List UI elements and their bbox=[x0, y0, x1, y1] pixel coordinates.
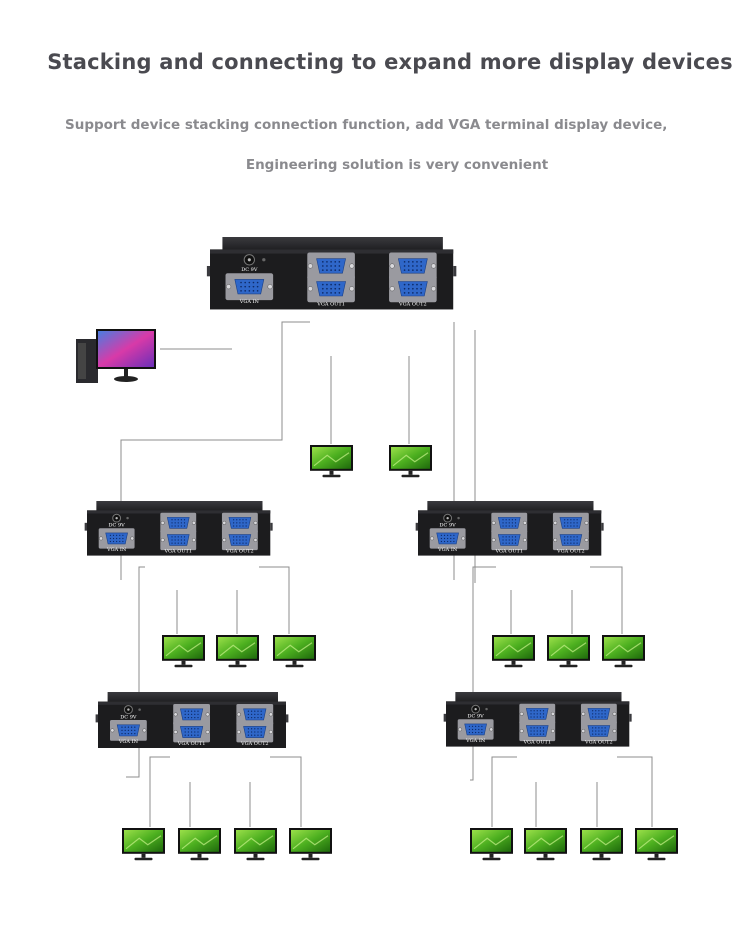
splitter-mid-left-vga-in-label: VGA IN bbox=[106, 547, 127, 553]
monitor-botleft-2 bbox=[178, 828, 221, 861]
splitter-bottom-left-vga-in-label: VGA IN bbox=[118, 739, 139, 745]
monitor-botright-3 bbox=[580, 828, 623, 861]
splitter-top-vga-in-label: VGA IN bbox=[239, 299, 260, 305]
splitter-bottom-left-vga-out1-label: VGA OUT1 bbox=[177, 741, 206, 747]
monitor-midright-3 bbox=[602, 635, 645, 668]
splitter-top-dc-label: DC 9V bbox=[241, 267, 258, 273]
splitter-mid-right-vga-in-label: VGA IN bbox=[437, 547, 458, 553]
cable-midright-out4-monitor bbox=[590, 566, 623, 634]
cable-midright-out3-to-bottomright bbox=[470, 566, 496, 781]
splitter-mid-left-vga-out1-label: VGA OUT1 bbox=[163, 548, 192, 554]
monitor-botright-1 bbox=[470, 828, 513, 861]
splitter-bottom-left-dc-label: DC 9V bbox=[120, 714, 137, 720]
monitor-midright-2 bbox=[547, 635, 590, 668]
pc-monitor-screen bbox=[98, 331, 154, 367]
page-title: Stacking and connecting to expand more d… bbox=[47, 50, 733, 74]
splitter-bottom-right-vga-in-label: VGA IN bbox=[465, 738, 486, 744]
monitor-botleft-3 bbox=[234, 828, 277, 861]
monitor-botright-2 bbox=[524, 828, 567, 861]
monitor-midleft-3 bbox=[273, 635, 316, 668]
monitor-botright-4 bbox=[635, 828, 678, 861]
monitor-botleft-1 bbox=[122, 828, 165, 861]
cable-botleft-out4-monitor bbox=[270, 756, 302, 827]
cable-midleft-out3-to-bottomleft bbox=[126, 566, 145, 778]
splitter-mid-left-vga-out2-label: VGA OUT2 bbox=[225, 548, 254, 554]
splitter-mid-right-vga-out1-label: VGA OUT1 bbox=[494, 548, 523, 554]
monitor-midleft-2 bbox=[216, 635, 259, 668]
cable-botleft-out3-monitor bbox=[149, 756, 170, 827]
source-pc bbox=[76, 329, 156, 383]
splitter-mid-left-dc-label: DC 9V bbox=[109, 523, 126, 529]
splitter-bottom-right-dc-label: DC 9V bbox=[468, 714, 485, 720]
splitter-bottom-right-vga-out2-label: VGA OUT2 bbox=[584, 739, 613, 745]
subtitle-line-2: Engineering solution is very convenient bbox=[245, 157, 549, 173]
splitter-mid-right-vga-out2-label: VGA OUT2 bbox=[556, 548, 585, 554]
monitor-midright-1 bbox=[492, 635, 535, 668]
subtitle-line-1: Support device stacking connection funct… bbox=[65, 117, 668, 133]
cable-botright-out4-monitor bbox=[617, 756, 653, 827]
monitor-botleft-4 bbox=[289, 828, 332, 861]
splitter-bottom-left-vga-out2-label: VGA OUT2 bbox=[240, 741, 269, 747]
cable-midleft-out4-monitor bbox=[259, 566, 290, 634]
splitter-top-vga-out1-label: VGA OUT1 bbox=[316, 301, 345, 307]
monitor-top-out1 bbox=[310, 445, 353, 478]
splitter-mid-right-dc-label: DC 9V bbox=[440, 523, 457, 529]
cable-botright-out3-monitor bbox=[491, 756, 517, 827]
monitor-midleft-1 bbox=[162, 635, 205, 668]
cable-top-out3-to-left bbox=[120, 321, 310, 580]
splitter-bottom-right-vga-out1-label: VGA OUT1 bbox=[522, 739, 551, 745]
splitter-top-vga-out2-label: VGA OUT2 bbox=[398, 301, 427, 307]
monitor-top-out2 bbox=[389, 445, 432, 478]
